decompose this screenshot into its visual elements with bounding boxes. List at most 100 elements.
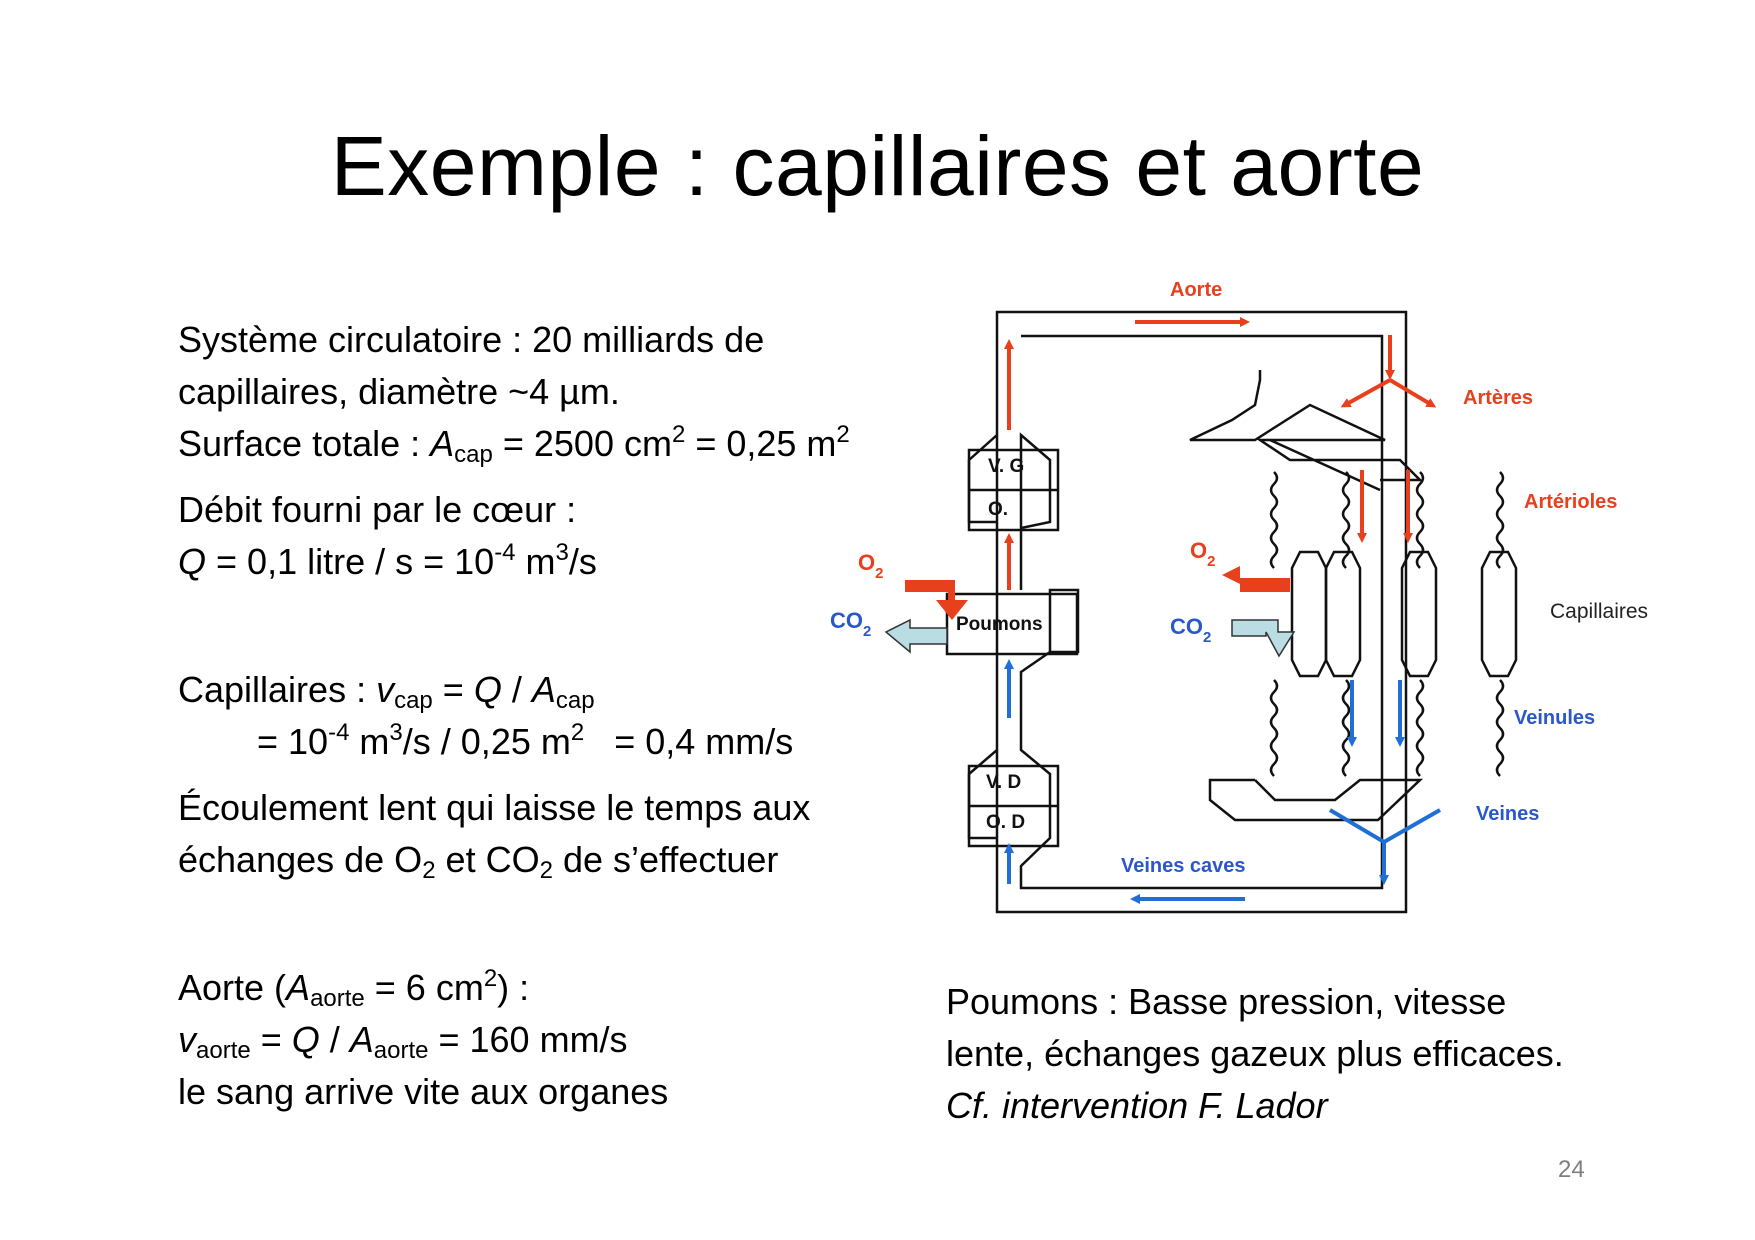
text-span: = 160 mm/s [428, 1019, 628, 1060]
o2-left-exchange-arrow [905, 580, 968, 620]
text-span: v [376, 669, 395, 710]
veines-merge-arrow-left [1328, 808, 1386, 844]
text-line-poumons: Poumons : Basse pression, vitesse [946, 976, 1506, 1028]
subscript: 2 [539, 857, 553, 884]
text-span: de s’effectuer [552, 839, 779, 880]
text-span: Débit fourni par le cœur : [178, 489, 577, 530]
label-aorte: Aorte [1170, 279, 1222, 301]
text-span: A [349, 1019, 374, 1060]
capillary-bed-2 [1324, 550, 1362, 678]
artery-tree [1189, 370, 1424, 492]
text-line-aorte-velocity: vaorte = Q / Aaorte = 160 mm/s [178, 1014, 628, 1066]
page-number: 24 [1558, 1156, 1585, 1183]
capillary-bed-4 [1480, 550, 1518, 678]
text-span: Système circulatoire : 20 milliards de [178, 319, 765, 360]
text-line-reference: Cf. intervention F. Lador [946, 1080, 1328, 1132]
label-subscript: 2 [863, 623, 871, 640]
lungs-box [945, 592, 1079, 656]
venule-coil-1 [1269, 679, 1279, 777]
label-subscript: 2 [1203, 629, 1211, 646]
label-o2-right: O2 [1190, 538, 1215, 570]
text-line-surface: Surface totale : Acap = 2500 cm2 = 0,25 … [178, 418, 850, 470]
label-poumons: Poumons [956, 614, 1043, 635]
label-veinules: Veinules [1514, 707, 1595, 729]
label-co2-left: CO2 [830, 608, 871, 640]
arteriole-coil-4 [1495, 471, 1505, 569]
text-span: = [432, 669, 474, 710]
text-line-ecoulement: Écoulement lent qui laisse le temps aux [178, 782, 810, 834]
text-span: Surface totale : [178, 423, 431, 464]
label-o2-left: O2 [858, 550, 883, 582]
text-span: = 6 cm [364, 967, 484, 1008]
label-part: CO [1170, 614, 1203, 639]
text-span: capillaires, diamètre ~4 µm. [178, 371, 620, 412]
text-line-debit-value: Q = 0,1 litre / s = 10-4 m3/s [178, 536, 597, 588]
text-span: /s [568, 541, 597, 582]
label-vg: V. G [988, 456, 1024, 477]
text-line-diameter: capillaires, diamètre ~4 µm. [178, 366, 620, 418]
subscript: cap [394, 687, 433, 714]
text-span: = 2500 cm [492, 423, 672, 464]
subscript: aorte [196, 1037, 251, 1064]
text-span: A [531, 669, 556, 710]
veines-merge-arrow-right [1383, 808, 1441, 844]
text-line-capillaires-result: = 10-4 m3/s / 0,25 m2 = 0,4 mm/s [257, 716, 793, 768]
text-line-echanges: échanges de O2 et CO2 de s’effectuer [178, 834, 778, 886]
o2-right-exchange-arrow [1222, 566, 1290, 592]
label-part: CO [830, 608, 863, 633]
superscript: 2 [836, 421, 850, 448]
text-span: lente, échanges gazeux plus efficaces. [946, 1033, 1564, 1074]
text-span: v [178, 1019, 196, 1060]
arteriole-coil-2 [1341, 471, 1351, 569]
subscript: cap [555, 687, 595, 714]
label-part: O [1190, 538, 1207, 563]
text-line-echanges-gazeux: lente, échanges gazeux plus efficaces. [946, 1028, 1564, 1080]
text-span: A [430, 423, 455, 464]
text-span: / [319, 1019, 350, 1060]
text-span: Cf. intervention F. Lador [946, 1085, 1328, 1126]
label-od: O. D [986, 812, 1025, 833]
text-span: Écoulement lent qui laisse le temps aux [178, 787, 811, 828]
label-capillaires: Capillaires [1550, 600, 1648, 623]
text-span: / [501, 669, 532, 710]
label-arteres: Artères [1463, 387, 1533, 409]
venule-coil-2 [1341, 679, 1351, 777]
text-span: m [515, 541, 556, 582]
text-line-capillaires-formula: Capillaires : vcap = Q / Acap [178, 664, 595, 716]
text-line-sang: le sang arrive vite aux organes [178, 1066, 668, 1118]
vein-tree [1208, 778, 1424, 822]
text-line-debit-title: Débit fourni par le cœur : [178, 484, 576, 536]
venule-coil-3 [1415, 679, 1425, 777]
text-span: = 0,1 litre / s = 10 [206, 541, 495, 582]
text-span: /s / 0,25 m [402, 721, 571, 762]
text-span: Q [291, 1019, 320, 1060]
subscript: aorte [310, 985, 365, 1012]
label-part: O [858, 550, 875, 575]
arteriole-coil-3 [1415, 471, 1425, 569]
capillary-bed-3 [1400, 550, 1438, 678]
capillary-bed-1 [1290, 550, 1328, 678]
text-span: le sang arrive vite aux organes [178, 1071, 669, 1112]
text-span: Q [178, 541, 207, 582]
text-span: Capillaires : [178, 669, 377, 710]
label-og: O. [988, 499, 1008, 520]
arteriole-coil-1 [1269, 471, 1279, 569]
text-span: = [250, 1019, 292, 1060]
text-span: = 0,25 m [685, 423, 837, 464]
label-arterioles: Artérioles [1524, 491, 1617, 513]
label-vd: V. D [986, 772, 1021, 793]
text-span: et CO [435, 839, 540, 880]
text-span: échanges de O [178, 839, 423, 880]
superscript: 2 [570, 719, 585, 746]
text-span: = 10 [257, 721, 329, 762]
label-veines-caves: Veines caves [1121, 855, 1246, 877]
text-span: m [349, 721, 390, 762]
label-subscript: 2 [1207, 553, 1215, 570]
label-co2-right: CO2 [1170, 614, 1211, 646]
text-span: ) : [497, 967, 530, 1008]
text-span: = 0,4 mm/s [584, 721, 794, 762]
superscript: 2 [671, 421, 686, 448]
text-line-capillaries-count: Système circulatoire : 20 milliards de [178, 314, 764, 366]
